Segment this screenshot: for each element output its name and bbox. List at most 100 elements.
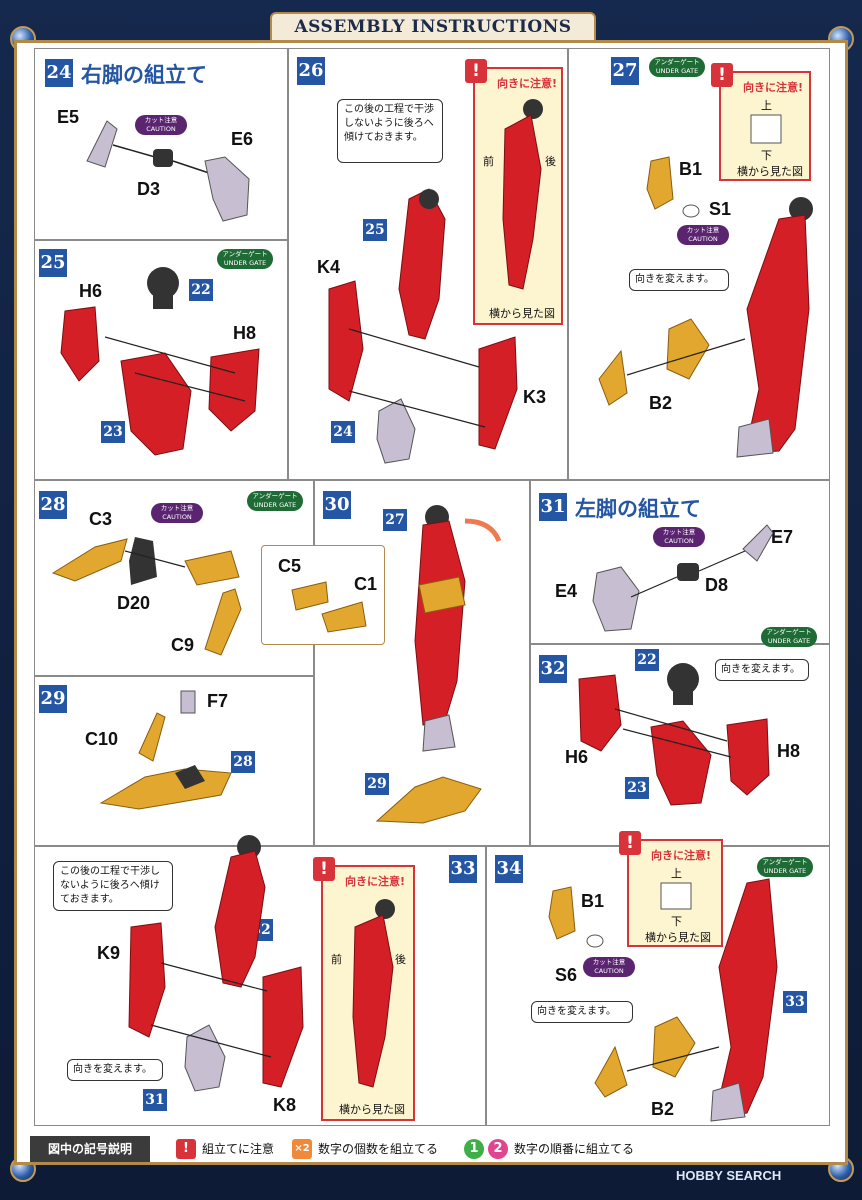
part-label: E5 — [57, 107, 80, 127]
part-label: B1 — [581, 891, 605, 911]
part-label: E4 — [555, 581, 578, 601]
step-number: 24 — [45, 59, 73, 87]
legend-item: 数字の順番に組立てる — [514, 1142, 635, 1156]
side-view-diagram — [750, 114, 782, 144]
sub-assembly-ref: 22 — [189, 279, 213, 301]
part-label: C9 — [171, 635, 195, 655]
warning-icon: ! — [313, 857, 335, 881]
sub-assembly-ref: 27 — [383, 509, 407, 531]
step-heading: 左脚の組立て — [575, 497, 701, 521]
watermark: HOBBY SEARCH — [676, 1168, 782, 1183]
part-diagram — [60, 267, 260, 456]
side-view-caption: 横から見た図 — [737, 165, 803, 178]
sub-assembly-ref: 33 — [783, 991, 807, 1013]
side-view-caption: 横から見た図 — [645, 931, 711, 944]
step-number: 30 — [323, 491, 351, 519]
down-label: 下 — [761, 149, 772, 162]
sub-assembly-ref: 24 — [331, 421, 355, 443]
part-diagram — [592, 524, 774, 632]
part-label: B1 — [679, 159, 703, 179]
part-label: C10 — [85, 729, 119, 749]
instruction-note: この後の工程で干渉しないように後ろへ傾けておきます。 — [337, 99, 443, 163]
part-diagram — [375, 505, 502, 824]
part-label: S1 — [709, 199, 732, 219]
part-label: B2 — [651, 1099, 675, 1119]
orientation-warning-box: ! 向きに注意! 前 後 横から見た図 — [465, 59, 563, 325]
turn-note: 向きを変えます。 — [67, 1059, 163, 1081]
order-one-icon: 1 — [464, 1139, 484, 1159]
side-view-diagram — [660, 882, 692, 910]
part-label: H6 — [565, 747, 589, 767]
legend-title: 図中の記号説明 — [30, 1136, 150, 1162]
step-number: 27 — [611, 57, 639, 85]
symbol-legend: 図中の記号説明 ! 組立てに注意 ×2 数字の個数を組立てる 1 2 数字の順番… — [30, 1136, 830, 1162]
part-diagram — [99, 690, 232, 810]
part-label: H8 — [777, 741, 801, 761]
sub-assembly-ref: 25 — [363, 219, 387, 241]
side-view-diagram — [352, 899, 395, 1088]
step-number: 31 — [539, 493, 567, 521]
sub-assembly-ref: 31 — [143, 1089, 167, 1111]
warning-title: 向きに注意! — [345, 875, 406, 888]
warning-title: 向きに注意! — [743, 81, 804, 94]
turn-note: 向きを変えます。 — [715, 659, 809, 681]
part-diagram — [598, 156, 813, 458]
sub-assembly-ref: 23 — [101, 421, 125, 443]
warning-icon: ! — [465, 59, 487, 83]
warning-title: 向きに注意! — [651, 849, 712, 862]
part-diagram — [328, 188, 518, 464]
part-diagram — [291, 581, 367, 633]
step-33-panel: 33 この後の工程で干渉しないように後ろへ傾けておきます。 32 K9 向きを変… — [34, 835, 486, 1126]
part-label: K4 — [317, 257, 341, 277]
legend-item: 組立てに注意 — [202, 1142, 275, 1156]
down-label: 下 — [671, 915, 682, 928]
step-number: 29 — [39, 685, 67, 713]
part-label: C3 — [89, 509, 113, 529]
step-30-panel: 30 27 29 — [314, 480, 530, 846]
multiply-icon: ×2 — [292, 1139, 312, 1159]
part-diagram — [548, 878, 778, 1122]
front-label: 前 — [483, 155, 494, 168]
part-label: F7 — [207, 691, 229, 711]
up-label: 上 — [761, 99, 772, 112]
step-number: 33 — [449, 855, 477, 883]
orientation-warning-box: ! 向きに注意! 上 下 横から見た図 — [711, 63, 811, 181]
part-diagram — [51, 537, 242, 656]
sub-assembly-ref: 29 — [365, 773, 389, 795]
part-diagram — [86, 120, 250, 222]
part-label: K3 — [523, 387, 547, 407]
orientation-warning-box: ! 向きに注意! 上 下 横から見た図 — [619, 831, 723, 947]
side-view-caption: 横から見た図 — [489, 307, 555, 320]
instruction-note: この後の工程で干渉しないように後ろへ傾けておきます。 — [53, 861, 173, 911]
step-number: 28 — [39, 491, 67, 519]
sub-assembly-ref: 28 — [231, 751, 255, 773]
step-number: 32 — [539, 655, 567, 683]
part-label: K8 — [273, 1095, 297, 1115]
part-diagram — [578, 663, 770, 806]
part-label: E6 — [231, 129, 254, 149]
part-label: B2 — [649, 393, 673, 413]
warning-icon: ! — [176, 1139, 196, 1159]
step-26-panel: 26 この後の工程で干渉しないように後ろへ傾けておきます。 K4 K3 25 2… — [288, 48, 568, 480]
part-label: C5 — [278, 556, 302, 576]
step-number: 26 — [297, 57, 325, 85]
part-label: D20 — [117, 593, 151, 613]
side-view-caption: 横から見た図 — [339, 1103, 405, 1116]
part-label: H6 — [79, 281, 103, 301]
